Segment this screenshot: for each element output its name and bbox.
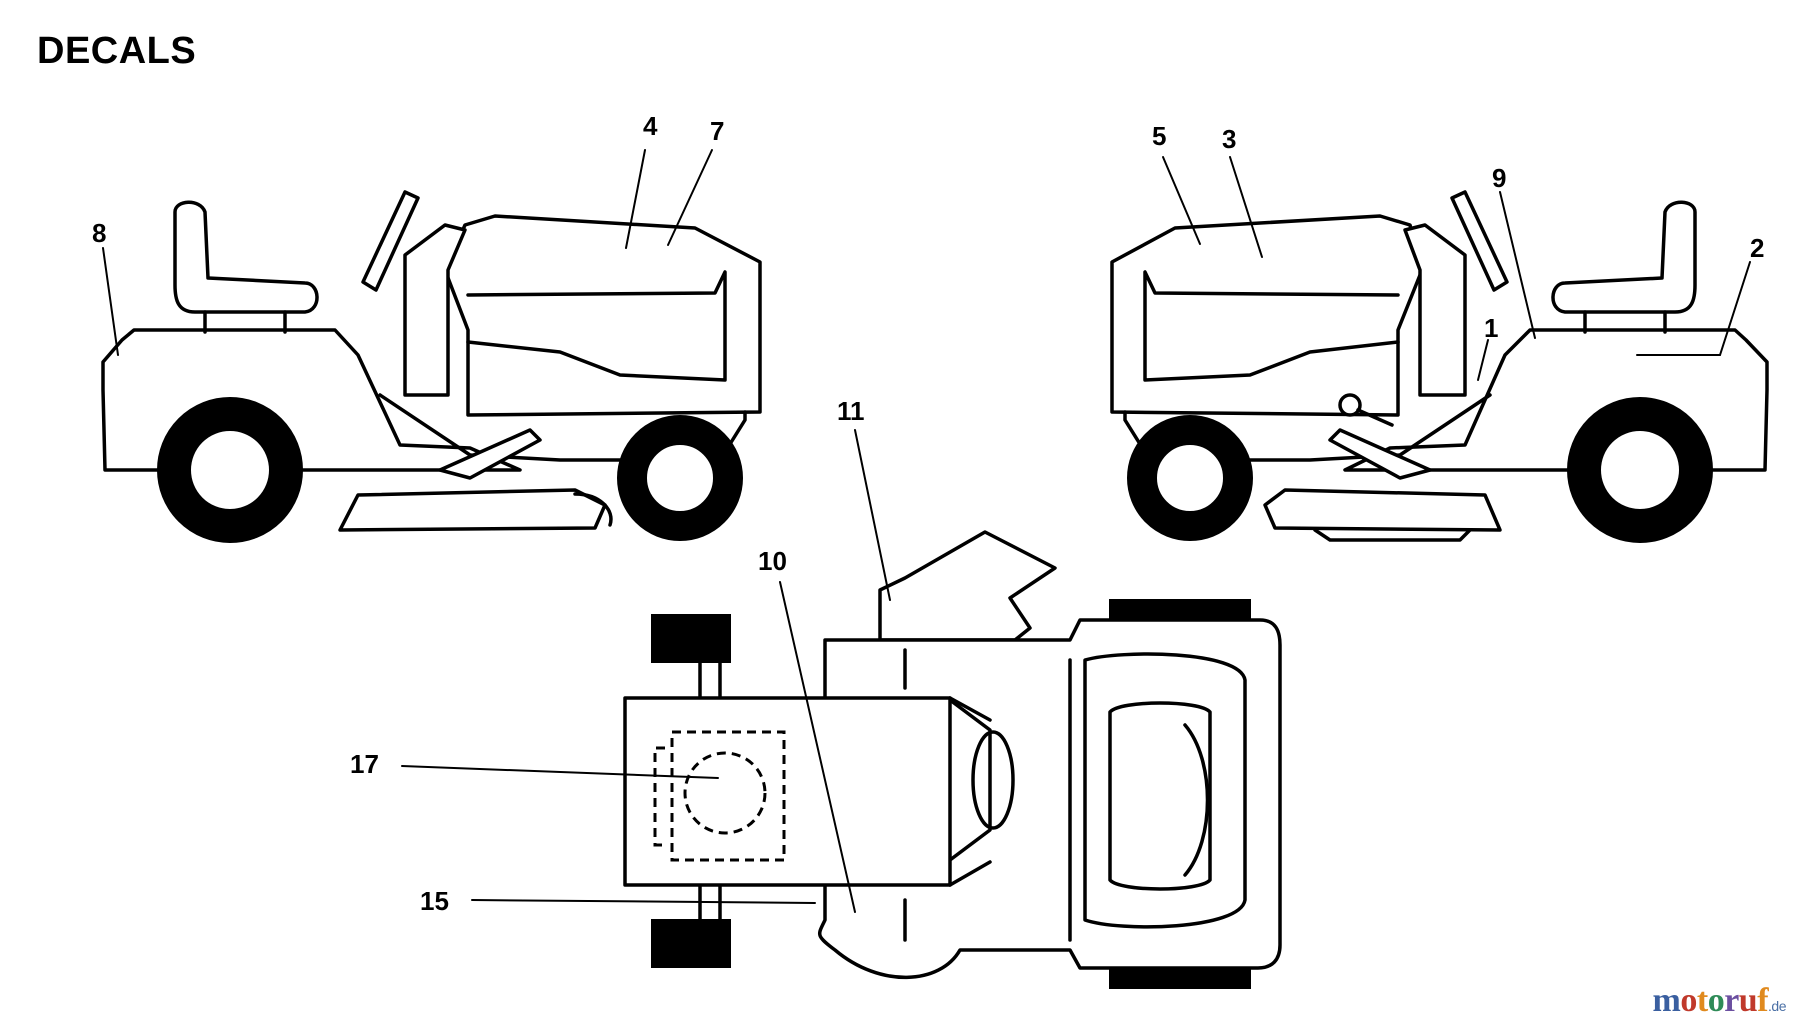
front-hub-right bbox=[1155, 443, 1225, 513]
rear-tire-top-a bbox=[651, 614, 731, 663]
callout-4: 4 bbox=[643, 111, 658, 141]
callout-1: 1 bbox=[1484, 313, 1498, 343]
diagram-title: DECALS bbox=[37, 30, 197, 72]
leader-3 bbox=[1229, 156, 1263, 258]
watermark-letter: r bbox=[1724, 982, 1739, 1019]
callout-10: 10 bbox=[758, 546, 787, 576]
leader-1 bbox=[1477, 339, 1489, 381]
grille-arc-top bbox=[1183, 723, 1210, 877]
foot-pedal-left bbox=[438, 428, 542, 480]
leader-9 bbox=[1499, 191, 1536, 339]
leader-lines bbox=[102, 149, 1751, 913]
tractor-left-side-view bbox=[101, 190, 762, 543]
callout-17: 17 bbox=[350, 749, 379, 779]
leader-4 bbox=[625, 149, 646, 249]
rear-tire-top-b bbox=[651, 919, 731, 968]
tractor-top-view bbox=[623, 530, 1282, 989]
body-taper-top bbox=[948, 696, 992, 887]
hood-panel-line-right bbox=[1143, 270, 1400, 382]
steering-wheel-top bbox=[971, 730, 1015, 830]
hood-left bbox=[443, 214, 762, 417]
watermark-letter: m bbox=[1652, 982, 1681, 1019]
mower-deck-right bbox=[1263, 488, 1502, 532]
steering-wheel-right bbox=[1450, 190, 1509, 292]
steering-wheel-left bbox=[361, 190, 420, 292]
watermark-letter: f bbox=[1757, 982, 1769, 1019]
leader-2 bbox=[1636, 261, 1751, 356]
deck-chute-left bbox=[573, 492, 613, 527]
front-tire-top-b bbox=[1109, 969, 1251, 989]
mower-deck-left bbox=[338, 488, 607, 532]
hood-right bbox=[1110, 214, 1424, 417]
steering-column-left bbox=[403, 223, 467, 397]
hood-panel-line-left bbox=[466, 270, 727, 382]
callout-11: 11 bbox=[837, 396, 865, 426]
leader-17 bbox=[401, 765, 719, 779]
foot-pedal-right bbox=[1328, 428, 1432, 480]
callout-3: 3 bbox=[1222, 124, 1236, 154]
leader-5 bbox=[1162, 156, 1201, 245]
rear-axle-top bbox=[698, 660, 722, 922]
leader-7 bbox=[667, 149, 713, 246]
rear-hub-right bbox=[1599, 429, 1681, 511]
watermark-letter: o bbox=[1707, 982, 1725, 1019]
watermark-letter: o bbox=[1680, 982, 1697, 1019]
callout-15: 15 bbox=[420, 886, 449, 916]
watermark-letter: t bbox=[1696, 982, 1708, 1019]
callout-5: 5 bbox=[1152, 121, 1166, 151]
leader-15 bbox=[471, 899, 816, 904]
watermark-motoruf: motoruf.de bbox=[1652, 982, 1787, 1020]
callout-8: 8 bbox=[92, 218, 106, 248]
leader-11 bbox=[854, 429, 891, 601]
rear-hub-left bbox=[189, 429, 271, 511]
callout-labels: 4 7 8 5 3 9 1 2 11 10 17 15 bbox=[92, 111, 1764, 916]
decal-area-circle bbox=[683, 751, 767, 835]
seat-left bbox=[173, 200, 319, 314]
seat-post-right bbox=[1583, 310, 1667, 334]
front-hub-left bbox=[645, 443, 715, 513]
lever-right bbox=[1356, 408, 1394, 427]
leader-10 bbox=[779, 581, 856, 913]
steering-column-top bbox=[948, 698, 992, 862]
tractor-right-side-view bbox=[1110, 190, 1769, 543]
deck-skirt-right bbox=[1313, 528, 1472, 542]
callout-7: 7 bbox=[710, 116, 724, 146]
discharge-chute-top bbox=[878, 530, 1057, 642]
seat-right bbox=[1551, 200, 1697, 314]
steering-column-right bbox=[1403, 223, 1467, 397]
callout-9: 9 bbox=[1492, 163, 1506, 193]
decal-area-bracket bbox=[653, 746, 665, 847]
grille-top bbox=[1108, 701, 1212, 891]
watermark-suffix: .de bbox=[1768, 998, 1786, 1014]
lever-knob-right bbox=[1338, 393, 1362, 417]
leader-8 bbox=[102, 247, 119, 356]
callout-2: 2 bbox=[1750, 233, 1764, 263]
seat-post-left bbox=[203, 310, 287, 334]
rear-body-top bbox=[623, 696, 952, 887]
front-tire-top-a bbox=[1109, 599, 1251, 619]
watermark-letter: u bbox=[1738, 982, 1758, 1019]
